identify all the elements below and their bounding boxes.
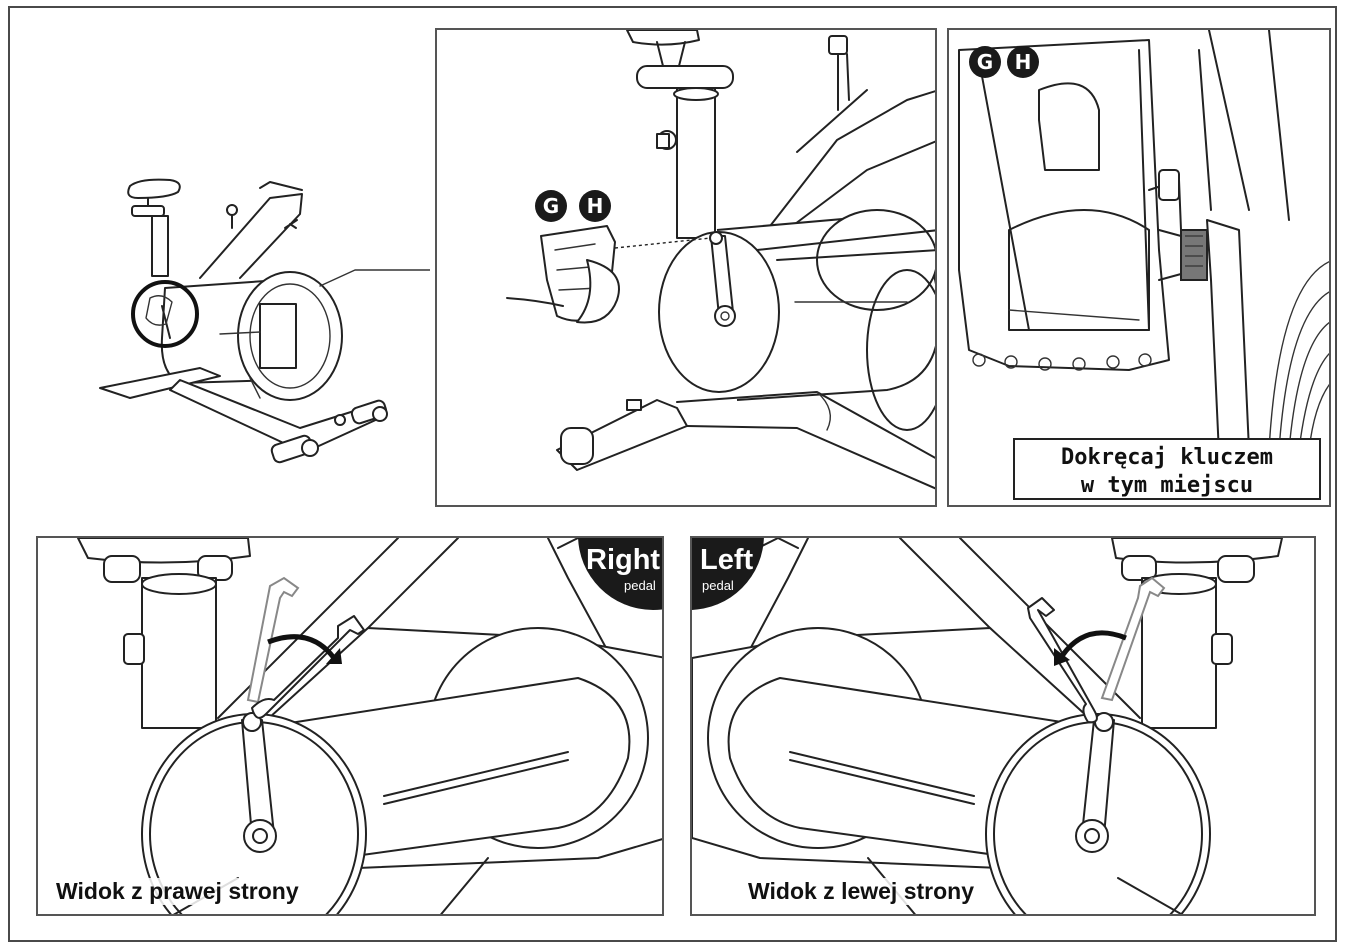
part-badge-g: G — [969, 46, 1001, 78]
left-pedal-tag-sub: pedal — [702, 578, 734, 593]
instruction-line-1: Dokręcaj kluczem — [1061, 445, 1273, 470]
right-pedal-tag-main: Right — [586, 544, 661, 576]
right-view-caption: Widok z prawej strony — [56, 878, 299, 905]
right-pedal-tag: Right pedal — [578, 538, 662, 610]
left-pedal-tag-main: Left — [700, 544, 754, 576]
diagram-frame: G H — [8, 6, 1337, 942]
highlight-circle — [131, 280, 199, 348]
instruction-line-2: w tym miejscu — [1080, 473, 1254, 498]
part-badge-h: H — [1007, 46, 1039, 78]
pedal-closeup-panel: G H Dokręcaj kluczem w tym miejscu — [947, 28, 1331, 507]
right-pedal-tag-sub: pedal — [624, 578, 656, 593]
left-side-view-panel: Left pedal Widok z lewej strony — [690, 536, 1316, 916]
part-badge-g: G — [535, 190, 567, 222]
pedal-attach-panel: G H — [435, 28, 937, 507]
part-badge-h: H — [579, 190, 611, 222]
right-side-view-panel: Right pedal Widok z prawej strony — [36, 536, 664, 916]
tighten-instruction: Dokręcaj kluczem w tym miejscu — [1013, 438, 1321, 500]
overview-bike-illustration — [70, 158, 430, 478]
left-view-caption: Widok z lewej strony — [748, 878, 975, 905]
